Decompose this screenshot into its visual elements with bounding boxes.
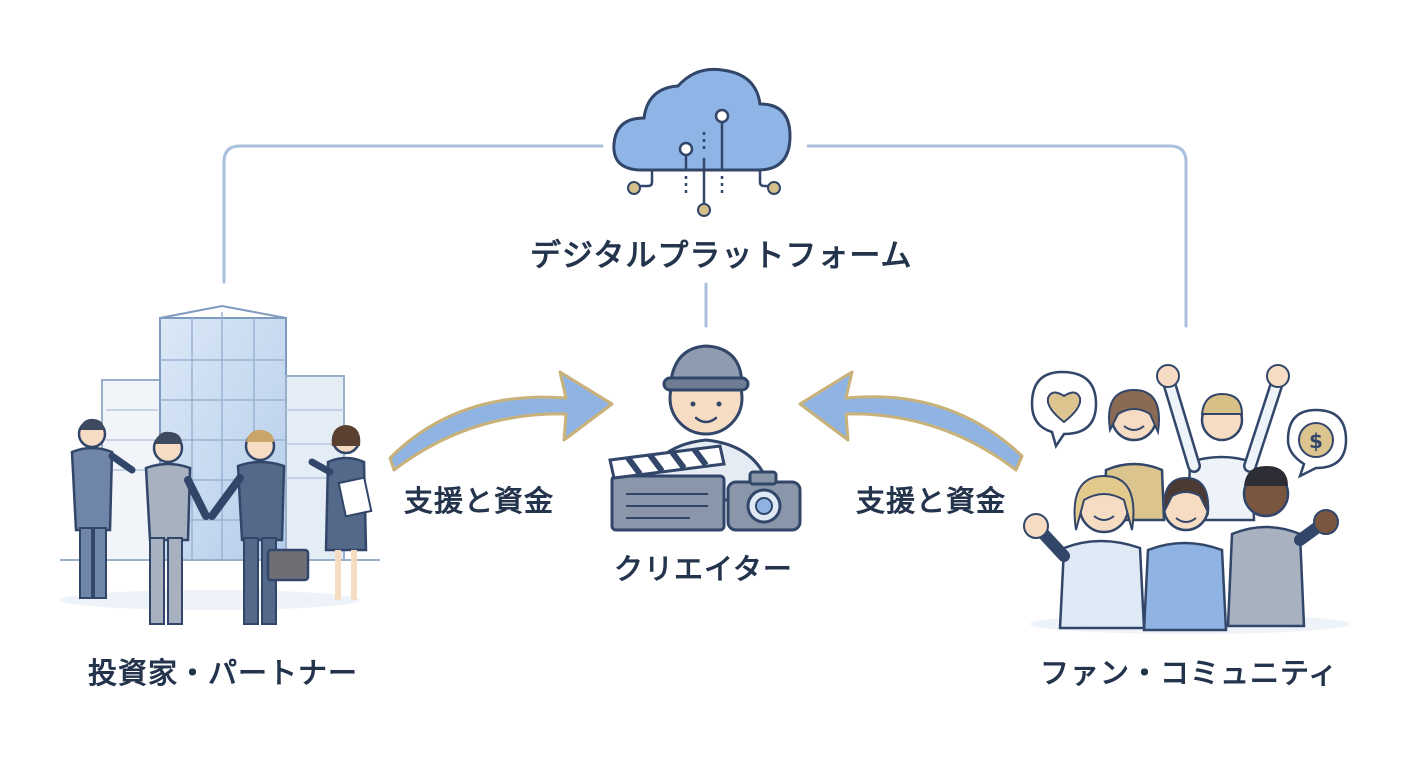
flow-label-left: 支援と資金 <box>404 484 555 518</box>
arrow-investors-to-creator <box>388 370 614 472</box>
heart-speech-bubble-icon <box>1030 370 1098 449</box>
arrow-fans-to-creator <box>798 370 1024 472</box>
cheering-crowd-icon <box>1023 364 1350 634</box>
svg-text:$: $ <box>1309 429 1323 453</box>
clapperboard-icon <box>608 444 726 532</box>
flow-label-right: 支援と資金 <box>856 484 1007 518</box>
business-people-building-icon <box>60 304 380 625</box>
platform-label: デジタルプラットフォーム <box>530 238 913 274</box>
investors-label: 投資家・パートナー <box>88 656 359 690</box>
fan-person-3 <box>1226 466 1339 628</box>
creator-label: クリエイター <box>614 552 793 586</box>
fan-person-5 <box>1142 476 1228 632</box>
dollar-coin-speech-bubble-icon: $ <box>1286 408 1348 479</box>
line-platform-to-fans <box>806 144 1188 328</box>
cloud-network-icon <box>612 67 792 217</box>
fans-label: ファン・コミュニティ <box>1040 656 1339 690</box>
investor-person-3 <box>208 429 310 625</box>
connector-lines <box>222 144 1188 328</box>
fan-person-4 <box>1023 474 1146 630</box>
investor-person-2 <box>144 431 210 625</box>
line-platform-to-investors <box>222 144 604 284</box>
investor-person-1 <box>70 418 136 599</box>
camera-icon <box>726 470 802 532</box>
investor-person-4 <box>308 425 373 600</box>
